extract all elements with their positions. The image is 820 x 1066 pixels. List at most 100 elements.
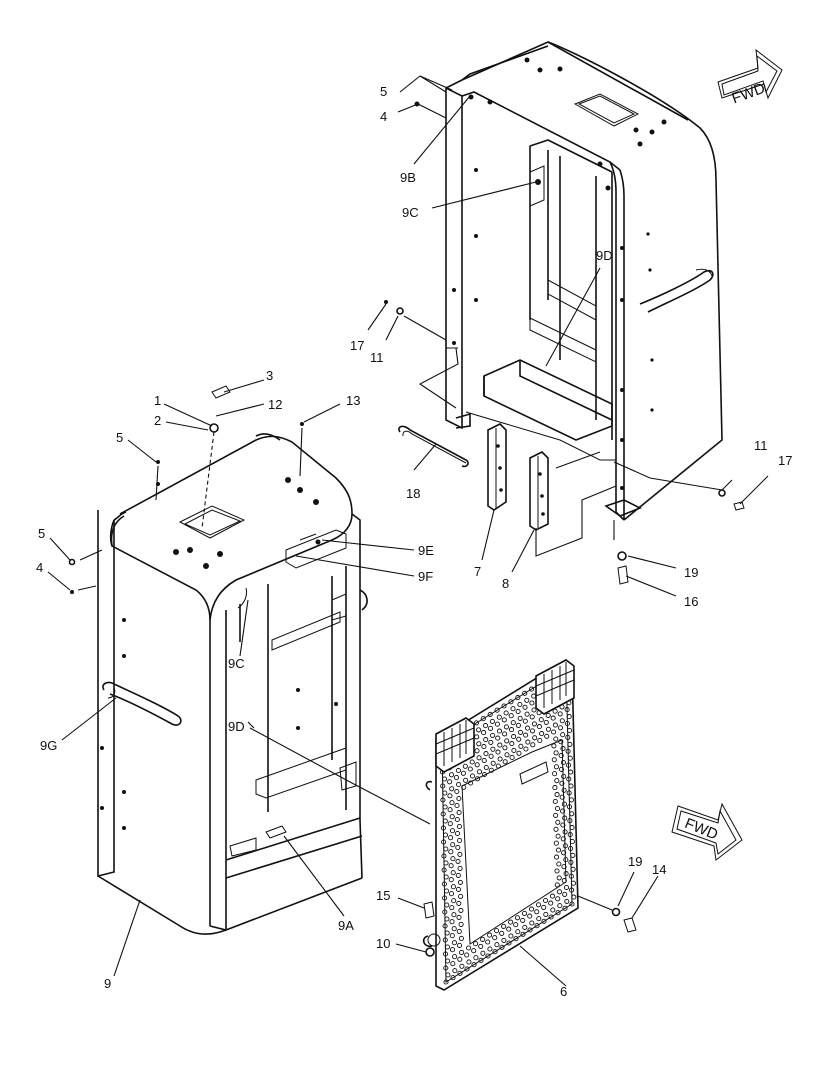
perforation-hole (567, 832, 573, 838)
perforation-hole (552, 771, 558, 777)
perforation-hole (474, 762, 480, 768)
perforation-hole (452, 968, 458, 974)
perforation-hole (555, 896, 561, 902)
perforation-hole (554, 854, 560, 860)
perforation-hole (456, 900, 462, 906)
callout-13: 13 (346, 393, 360, 408)
perforation-hole (451, 940, 457, 946)
perforation-hole (448, 772, 455, 778)
perforation-hole (525, 739, 531, 745)
perforation-hole (552, 785, 558, 791)
perforation-hole (508, 933, 514, 939)
perforation-hole (441, 853, 447, 859)
perforation-hole (442, 776, 448, 782)
perforation-hole (473, 955, 479, 961)
leader-lines (47, 75, 769, 987)
perforation-hole (552, 708, 558, 714)
perforation-hole (502, 759, 508, 765)
perforation-hole (449, 933, 455, 939)
perforation-hole (566, 804, 573, 810)
perforation-hole (503, 710, 509, 716)
perforation-hole (495, 735, 501, 741)
perforation-hole (534, 909, 540, 915)
perforation-hole (570, 866, 576, 872)
perforation-hole (563, 884, 570, 891)
callout-14: 14 (652, 862, 666, 877)
perforation-hole (448, 849, 454, 855)
perforation-hole (522, 704, 528, 710)
perforation-hole (534, 923, 540, 929)
perforation-hole (458, 907, 464, 913)
perforation-hole (552, 722, 558, 728)
perforation-hole (551, 729, 557, 735)
perforation-hole (541, 904, 547, 910)
perforation-hole (449, 828, 456, 834)
perforation-hole (443, 979, 449, 985)
callout-9f: 9F (418, 569, 433, 584)
perforation-hole (457, 837, 463, 844)
perforation-hole (514, 915, 521, 921)
perforation-hole (485, 939, 491, 945)
perforation-hole (569, 811, 575, 817)
perforation-hole (487, 711, 493, 717)
perforation-hole (443, 965, 449, 971)
perforation-hole (476, 741, 482, 747)
perforation-hole (490, 746, 496, 752)
perforation-hole (502, 731, 508, 737)
perforation-hole (450, 975, 456, 981)
perforation-hole (451, 898, 457, 904)
perforation-hole (490, 760, 496, 766)
perforation-hole (543, 911, 549, 917)
perforation-hole (447, 779, 453, 785)
perforation-hole (537, 737, 543, 744)
perforation-hole (456, 928, 462, 934)
perforation-hole (536, 724, 542, 730)
perforation-hole (499, 944, 505, 950)
perforation-hole (485, 953, 491, 959)
grille-6 (422, 658, 579, 991)
perforation-hole (456, 823, 462, 830)
perforation-hole (474, 734, 480, 740)
perforation-hole (442, 951, 449, 957)
callout-9d: 9D (596, 248, 613, 263)
perforation-hole (449, 786, 455, 792)
perforation-hole (445, 958, 451, 964)
callout-6: 6 (560, 984, 567, 999)
perforation-hole (511, 747, 517, 754)
perforation-hole (535, 902, 542, 908)
perforation-hole (449, 919, 455, 925)
callout-1: 1 (154, 393, 161, 408)
perforation-hole (501, 703, 507, 709)
perforation-hole (443, 888, 450, 894)
perforation-hole (448, 877, 454, 883)
perforation-hole (494, 942, 500, 948)
perforation-hole (453, 774, 460, 781)
perforation-hole (459, 949, 465, 955)
perforation-hole (448, 863, 454, 869)
perforation-hole (442, 909, 448, 915)
perforation-hole (515, 708, 521, 715)
callout-5: 5 (116, 430, 123, 445)
perforation-hole (554, 882, 560, 888)
callout-11: 11 (370, 350, 384, 365)
perforation-hole (440, 783, 446, 789)
perforation-hole (524, 697, 530, 703)
perforation-hole (557, 725, 564, 731)
perforation-hole (517, 715, 523, 721)
perforation-hole (559, 718, 565, 724)
callout-7: 7 (474, 564, 481, 579)
perforation-hole (536, 916, 542, 922)
perforation-hole (555, 910, 561, 916)
perforation-hole (481, 744, 487, 750)
perforation-hole (561, 850, 567, 856)
perforation-hole (527, 927, 533, 933)
perforation-hole (564, 898, 570, 904)
perforation-hole (487, 946, 493, 952)
perforation-hole (529, 714, 535, 720)
perforation-hole (467, 766, 473, 772)
perforation-hole (488, 753, 494, 759)
callout-16: 16 (684, 594, 698, 609)
perforation-hole (442, 832, 449, 838)
